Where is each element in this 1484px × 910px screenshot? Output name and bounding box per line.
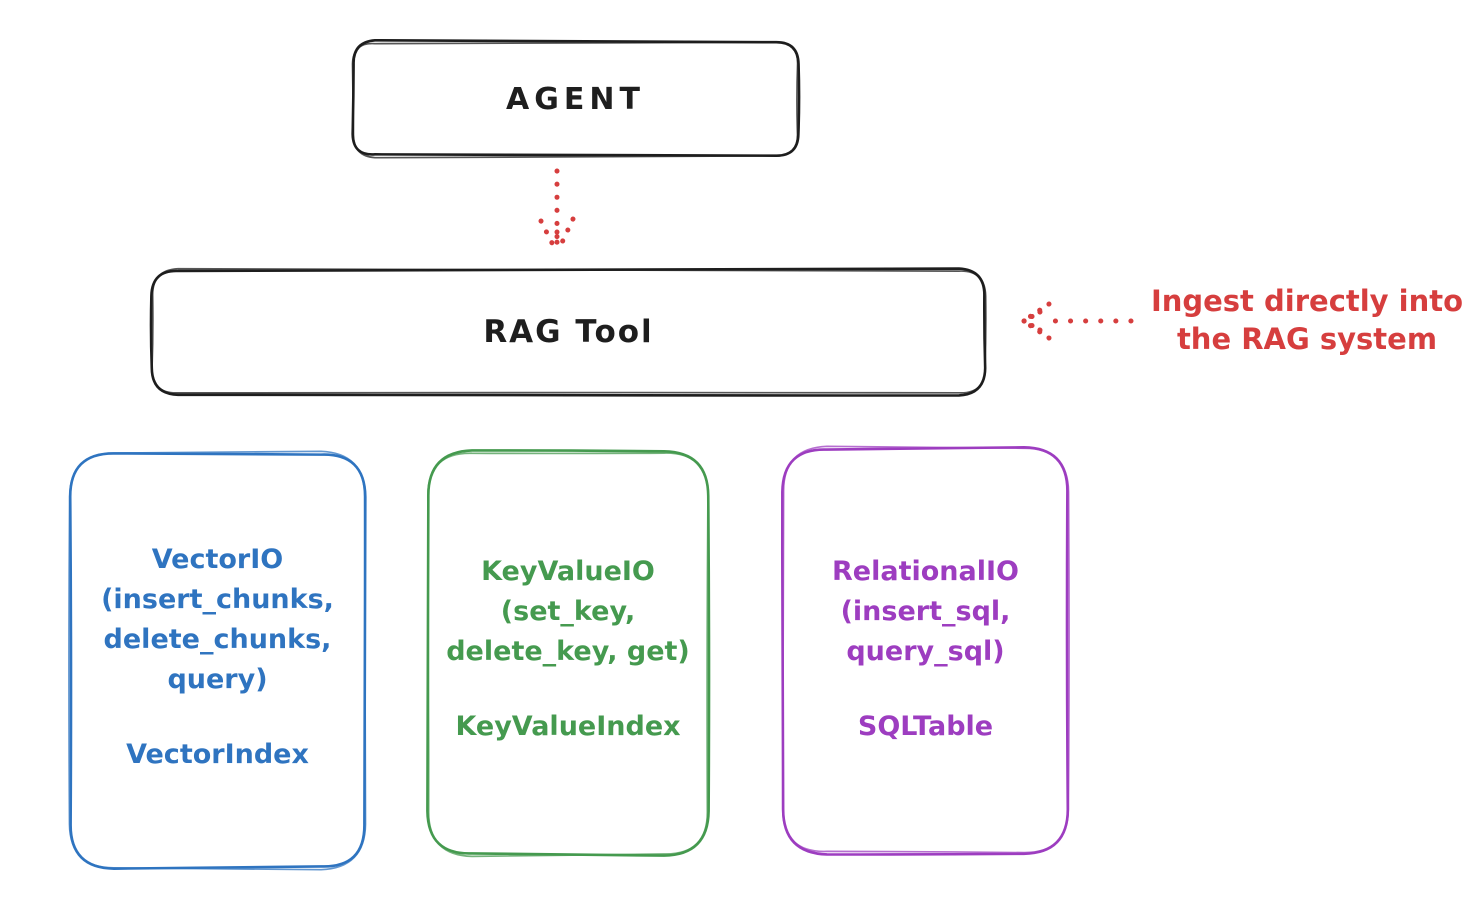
vector-io-op: delete_chunks,	[103, 624, 332, 655]
ingest-annotation-line: Ingest directly into	[1150, 284, 1464, 318]
arrow-head-right	[555, 216, 576, 254]
ingest-annotation: Ingest directly into the RAG system	[1142, 282, 1472, 358]
arrow-head-bottom	[1022, 319, 1052, 341]
arrow-head-top	[1022, 301, 1052, 323]
relational-io-node-text: RelationalIO (insert_sql, query_sql)	[783, 552, 1068, 672]
relational-io-title: RelationalIO	[832, 556, 1019, 587]
relational-io-op: query_sql)	[846, 636, 1005, 667]
vector-io-node-text: VectorIO (insert_chunks, delete_chunks, …	[70, 540, 365, 700]
vector-io-box-outline	[68, 450, 367, 871]
arrow-head-inner-bottom	[1021, 318, 1043, 333]
vector-io-title: VectorIO	[151, 544, 284, 575]
agent-box-outline	[351, 41, 799, 159]
key-value-index-label: KeyValueIndex	[455, 711, 681, 742]
vector-index-label: VectorIndex	[126, 739, 309, 770]
key-value-io-node-text: KeyValueIO (set_key, delete_key, get)	[428, 552, 708, 672]
rag-tool-node-label: RAG Tool	[483, 314, 654, 350]
arrow-agent-to-rag-tool-icon	[538, 168, 576, 255]
rag-tool-box-outline	[151, 267, 987, 394]
vector-io-op: query)	[167, 664, 268, 695]
key-value-io-title: KeyValueIO	[481, 556, 655, 587]
arrow-head-inner-top	[1021, 309, 1043, 324]
key-value-io-op: delete_key, get)	[446, 636, 690, 667]
sql-table-label: SQLTable	[857, 711, 994, 742]
key-value-io-op: (set_key,	[500, 596, 636, 627]
relational-io-box-outline	[781, 445, 1070, 854]
arrow-annotation-to-rag-tool-icon	[1021, 301, 1134, 341]
key-value-io-box-outline	[426, 452, 709, 858]
ingest-annotation-line: the RAG system	[1176, 322, 1438, 356]
vector-io-box-outline	[68, 452, 367, 870]
relational-io-op: (insert_sql,	[840, 596, 1011, 627]
vector-io-op: (insert_chunks,	[101, 584, 334, 615]
arrow-head-left	[538, 218, 559, 254]
agent-node-label: AGENT	[506, 81, 645, 117]
